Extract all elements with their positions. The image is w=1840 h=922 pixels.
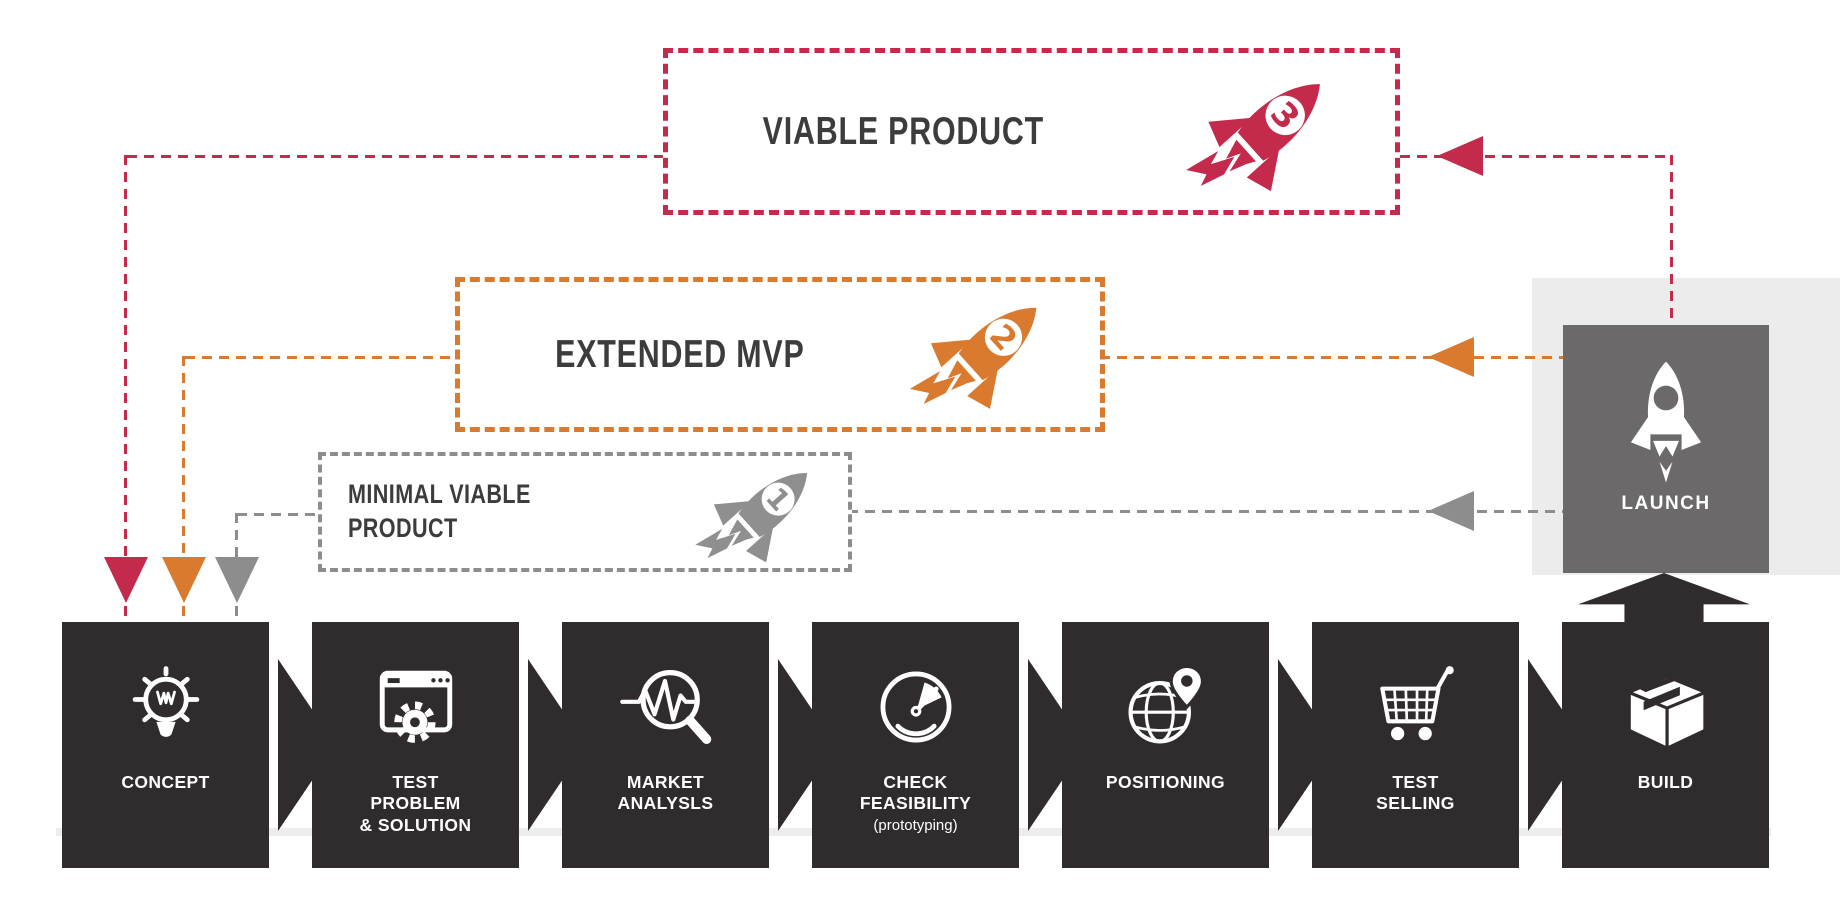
magnifier-pulse-icon [616, 648, 716, 766]
extended-mvp-box: EXTENDED MVP 2 [455, 277, 1105, 432]
viable-product-title: VIABLE PRODUCT [762, 109, 1044, 153]
gray-connector-left-h [237, 513, 318, 516]
orange-connector-left-h [185, 356, 455, 359]
package-icon [1618, 648, 1714, 766]
stage-label: BUILD [1637, 772, 1694, 792]
viable-product-box: VIABLE PRODUCT 3 [663, 48, 1400, 215]
stage-positioning: POSITIONING [1062, 622, 1269, 868]
crimson-connector-left-v [124, 155, 127, 557]
shopping-cart-icon [1367, 648, 1465, 766]
extended-mvp-title: EXTENDED MVP [555, 332, 805, 376]
crimson-arrow-left-icon [1437, 136, 1483, 176]
launch-rocket-icon [1630, 361, 1702, 483]
stage-concept: CONCEPT [62, 622, 269, 868]
lightbulb-icon [118, 648, 214, 766]
gray-arrow-down-icon [215, 557, 259, 603]
crimson-connector-right-v [1670, 155, 1673, 325]
launch-box: LAUNCH [1563, 325, 1769, 573]
stage-label: POSITIONING [1105, 772, 1226, 792]
orange-connector-right-h [1100, 356, 1563, 359]
crimson-arrow-down-icon [104, 557, 148, 603]
globe-pin-icon [1116, 648, 1216, 766]
gray-connector-right-h [848, 510, 1563, 513]
stage-build: BUILD [1562, 622, 1769, 868]
gauge-icon [868, 648, 964, 766]
stage-label: CONCEPT [121, 772, 210, 792]
gray-arrow-left-icon [1428, 491, 1474, 531]
crimson-connector-right-h [1400, 155, 1673, 158]
crimson-connector-left-h [127, 155, 663, 158]
build-to-launch-arrow-icon [1578, 573, 1750, 622]
orange-connector-stub [182, 606, 185, 622]
crimson-connector-stub [124, 606, 127, 622]
gray-connector-stub [235, 606, 238, 622]
stage-sublabel: (prototyping) [873, 816, 958, 834]
rocket-1-icon: 1 [695, 472, 808, 563]
orange-connector-left-v [182, 356, 185, 557]
orange-arrow-left-icon [1428, 337, 1474, 377]
rocket-3-icon: 3 [1186, 84, 1320, 192]
gray-connector-left-v [235, 513, 238, 557]
launch-label: LAUNCH [1621, 493, 1711, 514]
orange-arrow-down-icon [162, 557, 206, 603]
rocket-2-icon: 2 [909, 307, 1037, 409]
browser-gear-icon [367, 648, 465, 766]
